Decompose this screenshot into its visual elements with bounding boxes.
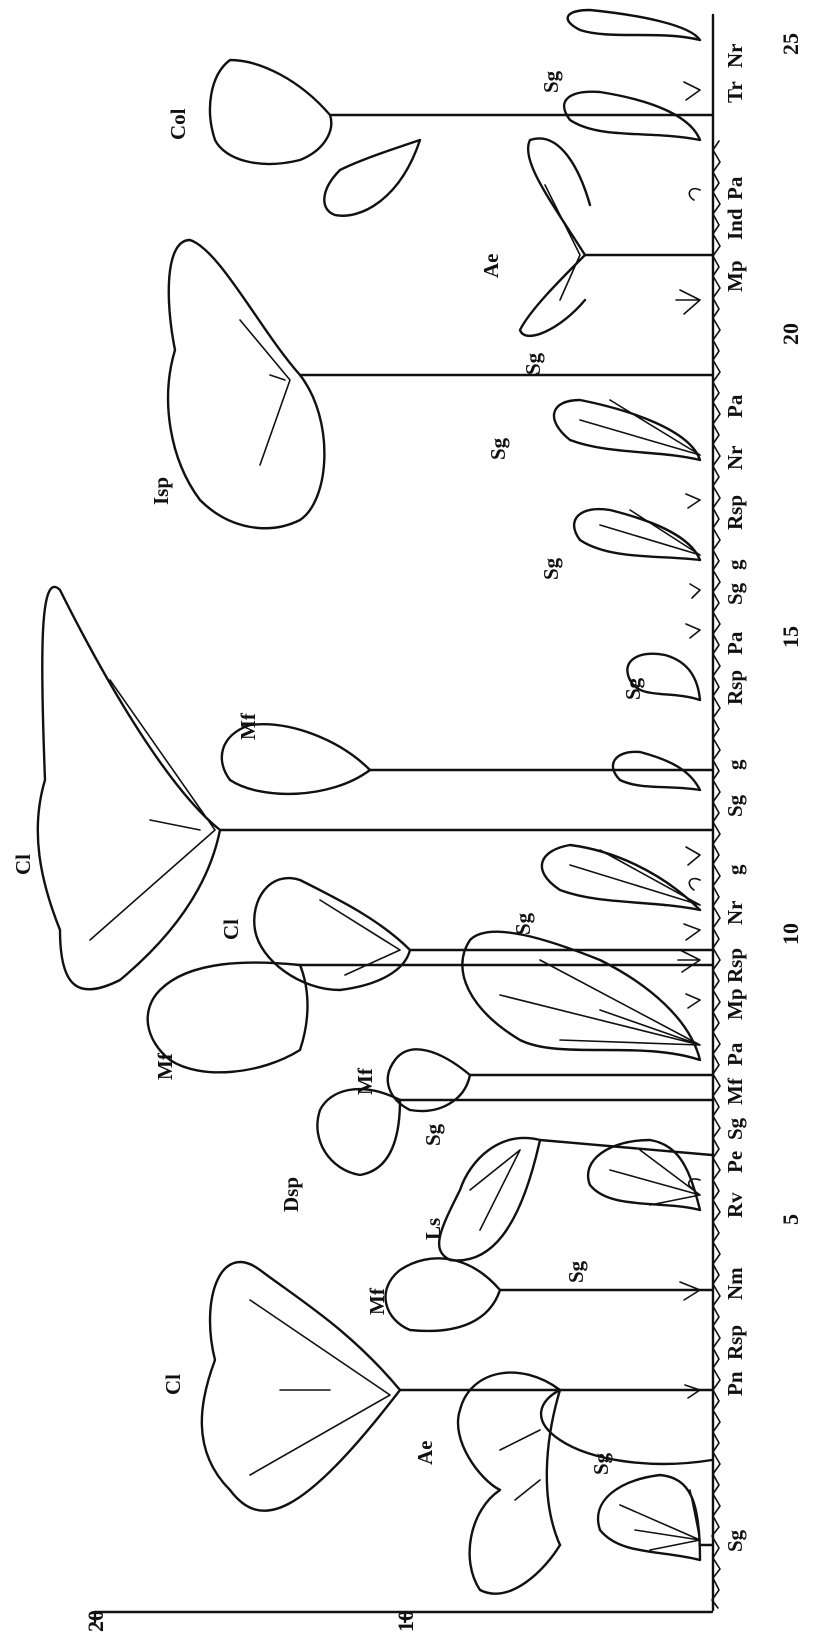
plant-species-labels: Sg Ae Cl Mf Sg Ls Dsp Sg Mf Mf Cl Sg Cl … [11,70,645,1475]
plant-label: Cl [161,1374,185,1395]
bottom-label: Tr [723,81,747,103]
bottom-label: Rsp [723,495,747,530]
plant-label: Dsp [279,1177,303,1212]
plant-label: Ls [421,1218,445,1240]
bottom-label: Nr [723,901,747,926]
x-tick-label: 10 [778,923,803,945]
y-tick-label: 10 [393,1610,418,1632]
bottom-label: Pn [723,1371,747,1396]
species-bottom-labels: Sg Pn Rsp Nm Rv Pe Sg Mf Pa Mp Rsp Nr g … [723,44,747,1553]
bottom-label: Sg [723,1117,747,1140]
bottom-label: Sg [723,582,747,605]
x-tick-label: 5 [778,1214,803,1225]
plant-isp [168,240,712,528]
bottom-label: Nr [723,446,747,471]
plant-label: Mf [236,712,260,740]
plant-sg-1 [598,1475,712,1560]
plant-label: Cl [219,919,243,940]
plant-mf-3 [148,963,712,1073]
ground-line [712,15,720,1610]
bottom-label: Rsp [723,1325,747,1360]
bottom-label: Pa [723,394,747,418]
plant-col [210,60,712,216]
plant-label: Cl [11,854,35,875]
plant-label: Col [166,108,190,140]
plant-label: Ae [413,1441,437,1466]
bottom-label: g [723,864,747,875]
plant-ae-2 [520,138,712,335]
plant-label: Mf [153,1052,177,1080]
x-axis-tick-labels: 5 10 15 20 25 [778,33,803,1225]
bottom-label: Rsp [723,670,747,705]
plant-sg-7 [574,509,700,560]
y-tick-label: 20 [83,1610,108,1632]
plant-label: Sg [486,437,510,460]
plant-mf-1 [386,1258,712,1331]
x-tick-label: 15 [778,626,803,648]
plant-label: Mf [353,1067,377,1095]
bottom-label: Nr [723,44,747,69]
y-axis-tick-labels: 20 10 [83,1610,418,1632]
plant-label: Mf [365,1287,389,1315]
plant-drawings [38,10,712,1594]
plant-sg-4 [542,845,700,910]
bottom-label: Sg [723,1529,747,1552]
bottom-label: Nm [723,1267,747,1300]
bottom-label: Ind [723,208,747,240]
plant-label: Sg [539,557,563,580]
bottom-label: Pa [723,176,747,200]
bottom-label: Pa [723,1042,747,1066]
plant-label: Sg [589,1452,613,1475]
plant-label: Isp [149,477,173,505]
bottom-label: Pa [723,631,747,655]
x-tick-label: 20 [778,323,803,345]
plant-label: Sg [511,912,535,935]
plant-cl-3 [38,587,712,989]
bottom-label: Pe [723,1151,747,1173]
plant-mf-4 [222,724,712,794]
bottom-label: Rv [723,1192,747,1218]
plant-sg-8 [554,400,700,460]
plant-cl-1 [202,1262,712,1511]
plant-ae-1 [458,1373,712,1594]
plant-label: Sg [564,1260,588,1283]
plant-ls [439,1138,712,1260]
plant-sg-9 [564,10,700,140]
plant-label: Sg [421,1123,445,1146]
plant-label: Sg [539,70,563,93]
plant-label: Sg [521,352,545,375]
plant-label: Ae [479,254,503,279]
bottom-label: Mp [723,261,747,293]
bottom-label: g [723,759,747,770]
bottom-label: Mf [723,1077,747,1105]
plant-mf-2 [388,1049,712,1111]
bottom-label: Rsp [723,948,747,983]
x-tick-label: 25 [778,33,803,55]
bottom-label: g [723,559,747,570]
plant-label: Sg [621,677,645,700]
bottom-label: Mp [723,989,747,1021]
bottom-label: Sg [723,794,747,817]
plant-sg-2 [588,1140,700,1210]
